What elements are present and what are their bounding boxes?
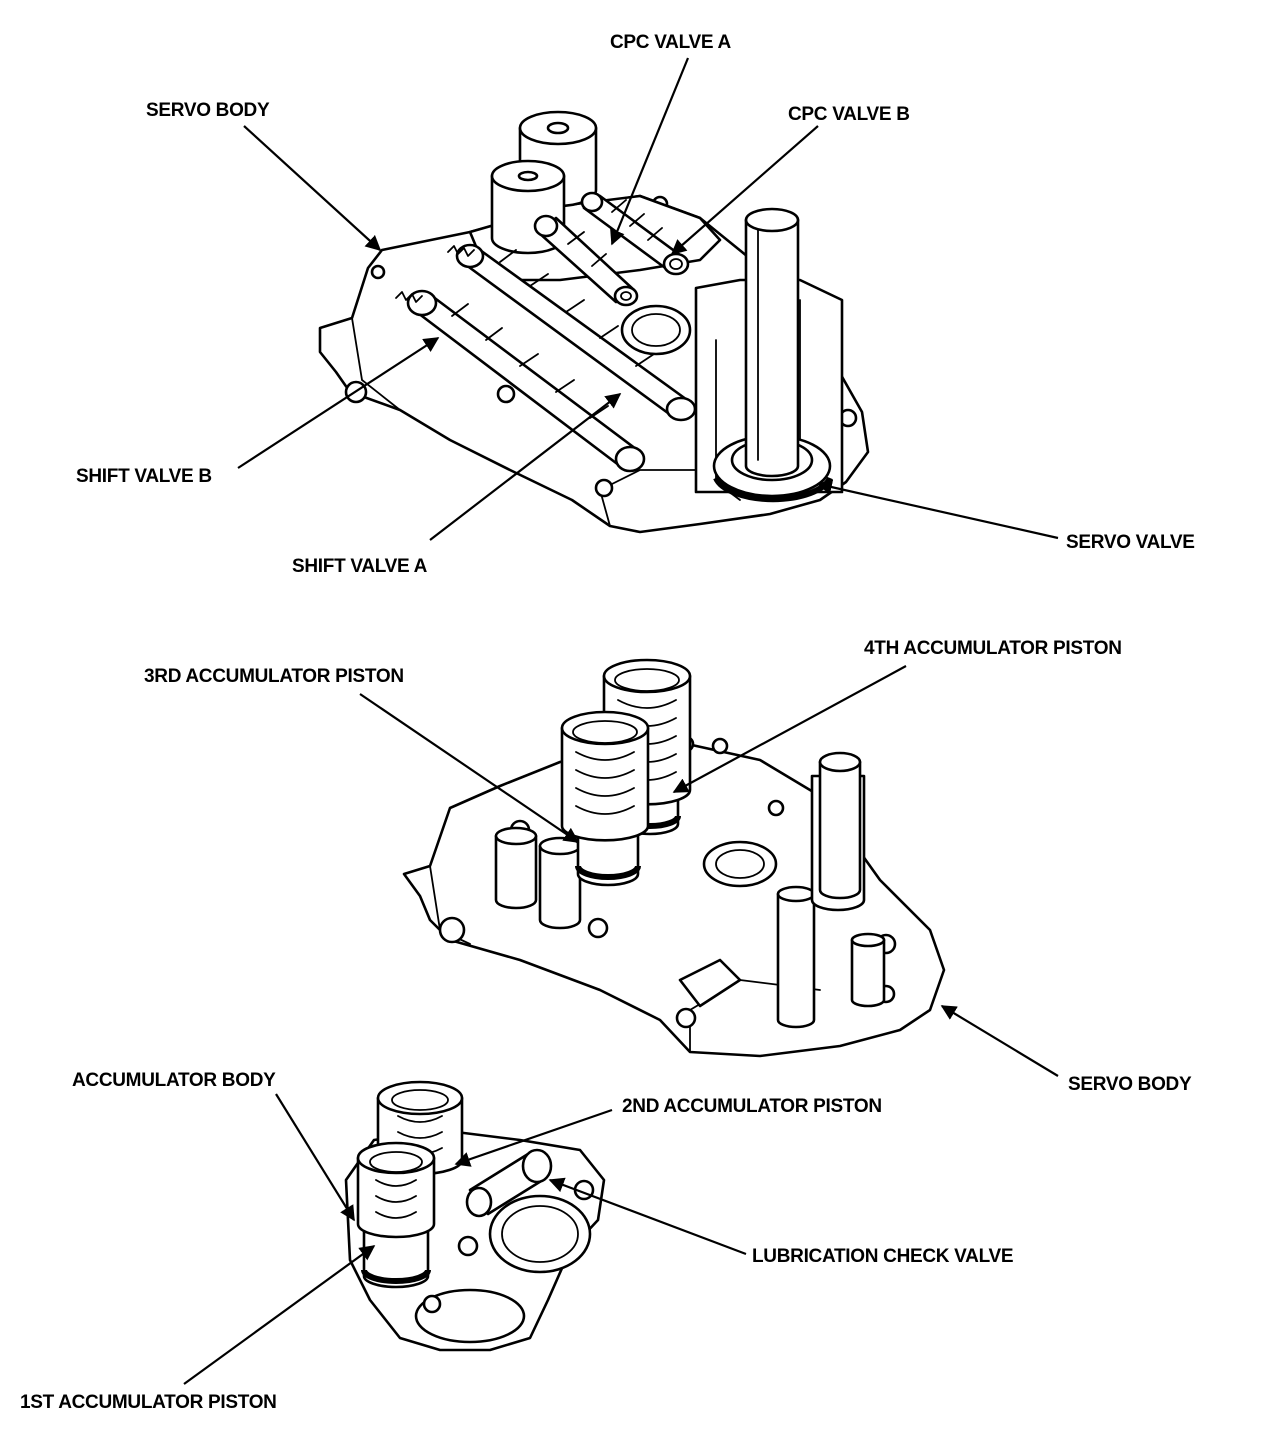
leader-servo-body-top (243, 125, 382, 252)
leader-1st-accumulator-piston (183, 1245, 376, 1385)
leader-3rd-accumulator-piston (359, 693, 580, 843)
label-2nd-accumulator-piston: 2ND ACCUMULATOR PISTON (622, 1096, 882, 1117)
label-cpc-valve-a: CPC VALVE A (610, 32, 731, 53)
label-shift-valve-a: SHIFT VALVE A (292, 556, 428, 577)
label-servo-valve: SERVO VALVE (1066, 532, 1195, 553)
label-1st-accumulator-piston: 1ST ACCUMULATOR PISTON (20, 1392, 277, 1413)
label-shift-valve-b: SHIFT VALVE B (76, 466, 212, 487)
leader-cpc-valve-a (610, 57, 690, 246)
leader-4th-accumulator-piston (672, 665, 907, 793)
label-servo-body-mid: SERVO BODY (1068, 1074, 1192, 1095)
accumulator-body-drawing (344, 1080, 606, 1352)
leader-servo-body-mid (940, 1005, 1059, 1077)
leader-servo-valve (816, 479, 1059, 540)
leader-2nd-accumulator-piston (454, 1108, 613, 1167)
label-cpc-valve-b: CPC VALVE B (788, 104, 910, 125)
label-4th-accumulator-piston: 4TH ACCUMULATOR PISTON (864, 638, 1122, 659)
servo-body-top-drawing (318, 110, 870, 534)
callout-labels: CPC VALVE A CPC VALVE B SERVO BODY SHIFT… (20, 32, 1195, 1413)
label-accumulator-body: ACCUMULATOR BODY (72, 1070, 276, 1091)
label-3rd-accumulator-piston: 3RD ACCUMULATOR PISTON (144, 666, 404, 687)
label-servo-body-top: SERVO BODY (146, 100, 270, 121)
leader-shift-valve-a (429, 393, 622, 541)
leader-lines (183, 57, 1059, 1385)
leader-cpc-valve-b (670, 125, 819, 256)
servo-body-mid-drawing (402, 658, 946, 1058)
leader-shift-valve-b (237, 337, 440, 469)
leader-accumulator-body (275, 1093, 355, 1222)
leader-lubrication-check-valve (548, 1177, 747, 1256)
label-lubrication-check-valve: LUBRICATION CHECK VALVE (752, 1246, 1013, 1267)
